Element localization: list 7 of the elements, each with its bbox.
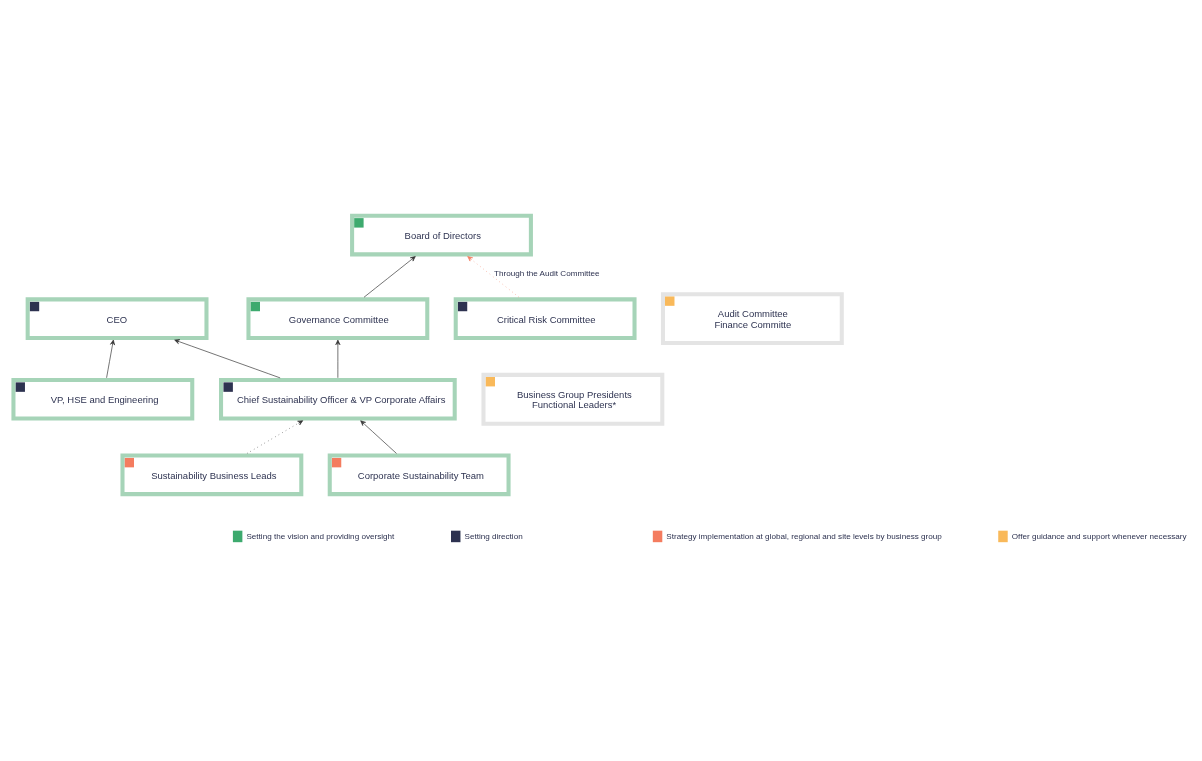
arrow bbox=[246, 419, 304, 454]
arrow bbox=[363, 255, 416, 298]
arrow bbox=[335, 339, 341, 378]
arrow bbox=[106, 339, 115, 378]
arrow bbox=[467, 255, 520, 298]
arrow bbox=[174, 338, 281, 378]
arrow bbox=[360, 419, 397, 454]
